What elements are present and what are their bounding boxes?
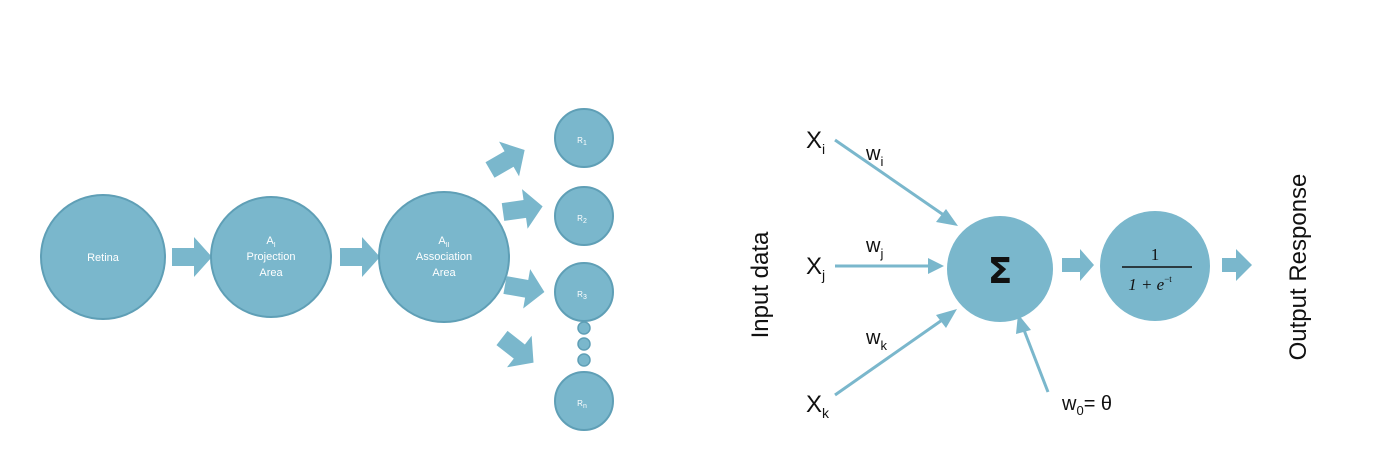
response-circle-3: [554, 262, 614, 322]
association-circle: [378, 191, 510, 323]
block-arrow-act-to-output: [1222, 249, 1252, 281]
response-node-1: R1: [554, 108, 614, 168]
ellipsis-dot-2: [577, 337, 591, 351]
response-circle-1: [554, 108, 614, 168]
bias-line: [1022, 329, 1050, 393]
response-sym-2: R: [577, 214, 583, 223]
block-arrow-sum-to-act: [1062, 249, 1094, 281]
association-sym: A: [438, 235, 446, 247]
projection-symbol: AI: [266, 235, 275, 249]
bias-label: w0= θ: [1061, 393, 1112, 418]
input-x-i: Xi: [806, 127, 825, 157]
fan-arrow-4: [489, 322, 546, 379]
left-diagram: Retina AI Projection Area AII Associatio…: [40, 108, 614, 431]
response-sym-1: R: [577, 136, 583, 145]
ellipsis-dots: [577, 321, 591, 367]
input-x-j-sub: j: [821, 267, 825, 283]
activation-numerator: 1: [1151, 245, 1160, 264]
block-arrow-2: [340, 237, 380, 277]
association-sub: II: [446, 242, 450, 249]
input-x-j-sym: X: [806, 253, 822, 280]
response-label-2: R2: [577, 214, 587, 225]
response-node-n: Rn: [554, 371, 614, 431]
weight-w-i-sym: w: [865, 143, 881, 165]
projection-sub: I: [274, 242, 276, 249]
activation-denominator-text: 1 + e: [1128, 275, 1164, 294]
projection-node: AI Projection Area: [210, 196, 332, 318]
input-x-j: Xj: [806, 253, 825, 283]
response-label-3: R3: [577, 290, 587, 301]
projection-line1: Projection: [247, 251, 296, 263]
retina-node: Retina: [40, 194, 166, 320]
activation-circle: [1100, 211, 1210, 321]
weight-w-j-sub: j: [879, 246, 883, 261]
projection-sym: A: [266, 235, 274, 247]
response-sub-n: n: [583, 403, 587, 410]
bias-sub: 0: [1076, 403, 1083, 418]
weight-w-k: wk: [865, 327, 887, 353]
response-sym-3: R: [577, 290, 583, 299]
response-node-2: R2: [554, 186, 614, 246]
association-node: AII Association Area: [378, 191, 510, 323]
activation-denominator: 1 + e−t: [1128, 274, 1172, 294]
weight-w-j: wj: [865, 235, 883, 261]
input-line-i: [834, 138, 949, 220]
summation-circle: [947, 216, 1053, 322]
ellipsis-dot-1: [577, 321, 591, 335]
fan-arrow-1: [480, 132, 535, 188]
weight-w-j-sym: w: [865, 235, 881, 257]
response-label-n: Rn: [577, 399, 587, 410]
block-arrow-1: [172, 237, 212, 277]
input-arrowhead-k: [936, 309, 957, 328]
ellipsis-dot-3: [577, 353, 591, 367]
response-sym-n: R: [577, 399, 583, 408]
association-symbol: AII: [438, 235, 449, 249]
summation-node: Σ: [947, 216, 1053, 322]
bias-rest: = θ: [1084, 393, 1112, 415]
weight-w-k-sub: k: [880, 338, 887, 353]
bias-w: w: [1061, 393, 1077, 415]
input-lines: [834, 138, 1050, 397]
summation-symbol: Σ: [988, 251, 1013, 292]
response-circle-2: [554, 186, 614, 246]
response-circle-n: [554, 371, 614, 431]
response-label-1: R1: [577, 136, 587, 147]
weight-w-i: wi: [865, 143, 883, 169]
response-sub-3: 3: [583, 294, 587, 301]
input-data-label: Input data: [747, 231, 774, 338]
input-arrowhead-i: [936, 209, 958, 226]
weight-w-i-sub: i: [880, 154, 883, 169]
association-line2: Area: [432, 267, 456, 279]
fan-arrow-3: [501, 265, 548, 312]
right-diagram: Input data Xi wi Xj wj Xk wk w0= θ Σ: [747, 127, 1312, 421]
input-line-k: [834, 316, 946, 397]
bias-arrowhead: [1016, 314, 1031, 334]
input-x-k: Xk: [806, 391, 830, 421]
association-line1: Association: [416, 251, 472, 263]
weight-w-k-sym: w: [865, 327, 881, 349]
input-x-k-sub: k: [822, 405, 830, 421]
retina-circle: [40, 194, 166, 320]
response-sub-2: 2: [583, 218, 587, 225]
response-sub-1: 1: [583, 140, 587, 147]
activation-node: 1 1 + e−t: [1100, 211, 1210, 321]
fan-arrow-2: [500, 186, 546, 232]
input-x-i-sym: X: [806, 127, 822, 154]
input-x-k-sym: X: [806, 391, 822, 418]
response-node-3: R3: [554, 262, 614, 322]
input-arrowhead-j: [928, 258, 944, 274]
retina-label: Retina: [87, 252, 120, 264]
output-response-label: Output Response: [1285, 174, 1312, 361]
projection-line2: Area: [259, 267, 283, 279]
activation-exponent: −t: [1164, 274, 1172, 284]
projection-circle: [210, 196, 332, 318]
input-x-i-sub: i: [822, 141, 825, 157]
